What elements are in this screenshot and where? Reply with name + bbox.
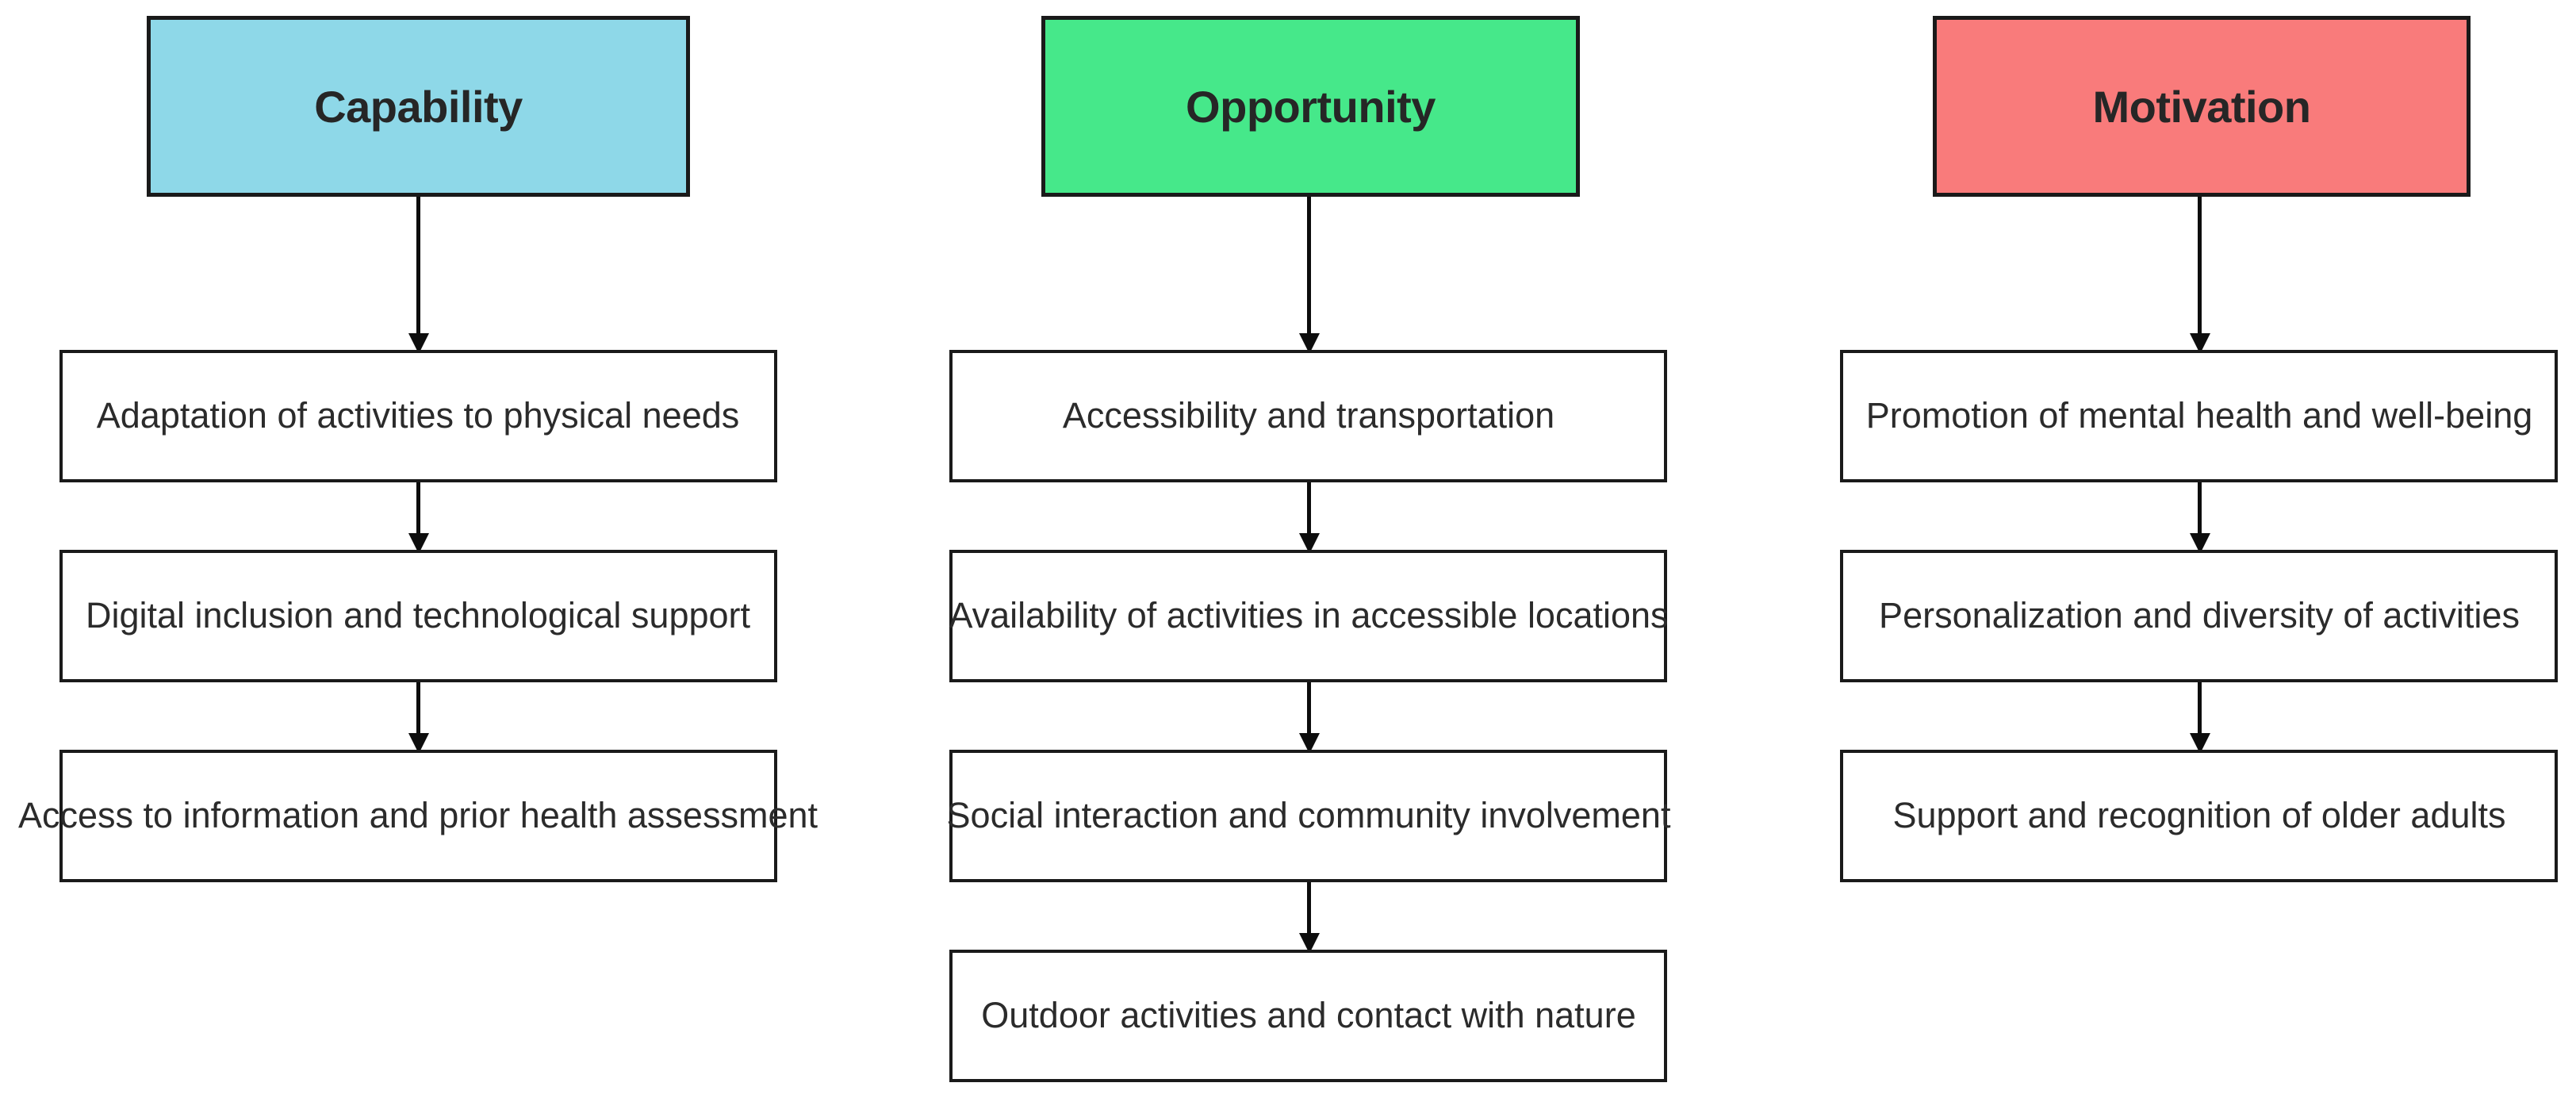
header-label-motivation: Motivation — [2092, 81, 2311, 132]
header-label-capability: Capability — [314, 81, 523, 132]
connector-motivation-1 — [2198, 197, 2202, 344]
node-box-opportunity-1[interactable] — [949, 350, 1667, 482]
header-box-opportunity[interactable]: Opportunity — [1041, 16, 1580, 197]
header-box-capability[interactable]: Capability — [147, 16, 690, 197]
connector-opportunity-4 — [1307, 852, 1311, 943]
connector-motivation-3 — [2198, 652, 2202, 743]
connector-capability-3 — [416, 652, 420, 743]
node-box-motivation-3[interactable] — [1840, 750, 2558, 882]
connector-capability-1 — [416, 197, 420, 344]
node-box-capability-3[interactable] — [59, 750, 777, 882]
connector-opportunity-3 — [1307, 652, 1311, 743]
node-box-opportunity-3[interactable] — [949, 750, 1667, 882]
connector-opportunity-1 — [1307, 197, 1311, 344]
header-box-motivation[interactable]: Motivation — [1933, 16, 2471, 197]
node-box-opportunity-2[interactable] — [949, 550, 1667, 682]
connector-motivation-2 — [2198, 452, 2202, 543]
node-box-capability-2[interactable] — [59, 550, 777, 682]
node-box-capability-1[interactable] — [59, 350, 777, 482]
connector-capability-2 — [416, 452, 420, 543]
node-box-opportunity-4[interactable] — [949, 950, 1667, 1082]
node-box-motivation-2[interactable] — [1840, 550, 2558, 682]
node-box-motivation-1[interactable] — [1840, 350, 2558, 482]
header-label-opportunity: Opportunity — [1186, 81, 1436, 132]
connector-opportunity-2 — [1307, 452, 1311, 543]
